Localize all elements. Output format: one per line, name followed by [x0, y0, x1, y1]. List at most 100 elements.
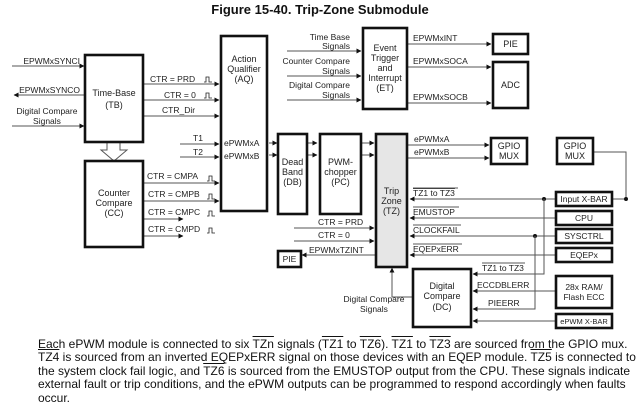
- text: is connected to the system clock fail lo…: [38, 350, 636, 378]
- block-ram-flash-ecc: 28x RAM/ Flash ECC: [554, 274, 614, 310]
- text: signals (: [273, 337, 322, 351]
- block-label: Compare: [95, 198, 132, 208]
- label-t1: T1: [193, 133, 203, 143]
- block-pie-top: PIE: [491, 32, 530, 56]
- signal-ref: TZn: [252, 337, 274, 351]
- label-clockfail: CLOCKFAIL: [413, 225, 460, 235]
- label-dc-signals: Digital Compare: [344, 294, 405, 304]
- pulse-icon: [207, 210, 215, 217]
- label-tz-ctr-zero: CTR = 0: [318, 230, 350, 240]
- block-counter-compare: Counter Compare (CC): [83, 159, 145, 249]
- block-gpio-mux-out: GPIO MUX: [489, 136, 529, 166]
- block-dead-band: Dead Band (DB): [276, 132, 309, 216]
- block-epwm-xbar: ePWM X-BAR: [554, 312, 614, 330]
- signal-ref: TZ5: [530, 350, 552, 365]
- block-action-qualifier: Action Qualifier (AQ) ePWMxA ePWMxB: [219, 34, 269, 213]
- junction-dot: [624, 197, 628, 201]
- label-et-cc: Signals: [322, 66, 350, 76]
- block-label: Action: [231, 54, 256, 64]
- block-pie-bottom: PIE: [276, 249, 303, 269]
- text: is sourced from an inverted EQEPxERR sig…: [59, 350, 531, 365]
- block-label: and: [377, 63, 392, 73]
- block-label: (TB): [105, 100, 123, 110]
- label-et-dc: Signals: [322, 90, 350, 100]
- block-label: Counter: [98, 188, 130, 198]
- label-et-dc: Digital Compare: [289, 80, 350, 90]
- block-input-xbar: Input X-BAR: [554, 190, 614, 208]
- block-label: PWM-: [328, 157, 353, 167]
- block-label: ADC: [501, 80, 521, 90]
- label-ctr-cmpb: CTR = CMPB: [148, 189, 200, 199]
- block-pwm-chopper: PWM- chopper (PC): [318, 132, 363, 216]
- block-label: Band: [282, 167, 303, 177]
- block-gpio-mux-in: GPIO MUX: [555, 136, 595, 166]
- aq-output-b-label: ePWMxB: [224, 151, 260, 161]
- text: is sourced from the EMUSTOP output from …: [38, 363, 631, 405]
- block-event-trigger: Event Trigger and Interrupt (ET): [361, 26, 409, 111]
- pulse-icon: [204, 76, 212, 83]
- block-label: (CC): [105, 208, 124, 218]
- label-ctr-cmpd: CTR = CMPD: [148, 224, 200, 234]
- block-label: Compare: [423, 291, 460, 301]
- label-et-tb: Time Base: [310, 32, 351, 42]
- block-adc: ADC: [491, 60, 530, 110]
- tb-to-cc-arrow: [99, 143, 129, 162]
- block-label: Zone: [381, 196, 402, 206]
- label-pieerr: PIEERR: [488, 298, 520, 308]
- text: Each ePWM module is connected to six: [38, 337, 253, 351]
- block-label: Interrupt: [368, 73, 402, 83]
- text: to: [343, 337, 360, 351]
- block-label: PIE: [503, 39, 518, 49]
- label-eccdblerr: ECCDBLERR: [477, 280, 529, 290]
- label-ctr-dir: CTR_Dir: [162, 105, 195, 115]
- label-ctr-zero: CTR = 0: [164, 90, 196, 100]
- wire-gpio-xbar: [594, 151, 627, 199]
- wire-dc-pieerr: [472, 236, 536, 312]
- block-sysctrl: SYSCTRL: [554, 227, 614, 245]
- block-cpu: CPU: [554, 209, 614, 227]
- label-dc-signals: Signals: [33, 116, 61, 126]
- block-trip-zone: Trip Zone (TZ): [374, 132, 409, 269]
- label-dc-signals: Digital Compare: [17, 106, 78, 116]
- block-label: Input X-BAR: [560, 194, 607, 204]
- signal-ref: TZ6: [359, 337, 382, 351]
- pulse-icon: [207, 175, 215, 182]
- block-label: Qualifier: [227, 64, 261, 74]
- block-label: ePWM X-BAR: [560, 317, 608, 326]
- block-label: Dead: [282, 157, 304, 167]
- pulse-icon: [207, 227, 215, 234]
- signal-ref: TZ4: [38, 350, 60, 365]
- label-ctr-prd: CTR = PRD: [150, 74, 195, 84]
- block-label: Time-Base: [92, 88, 135, 98]
- text: are sourced from the GPIO mux.: [450, 337, 628, 351]
- block-eqepx: EQEPx: [554, 246, 614, 264]
- signal-ref: TZ1: [321, 337, 344, 351]
- label-et-cc: Counter Compare: [282, 56, 350, 66]
- block-label: (AQ): [235, 74, 254, 84]
- wire-dc-tz1-tz3: [472, 199, 545, 277]
- label-ctr-cmpa: CTR = CMPA: [147, 171, 198, 181]
- block-label: Trigger: [371, 53, 399, 63]
- block-label: EQEPx: [570, 250, 599, 260]
- block-label: GPIO: [564, 141, 587, 151]
- label-emustop: EMUSTOP: [413, 207, 455, 217]
- block-label: (ET): [376, 83, 394, 93]
- wires: [12, 41, 628, 324]
- aq-output-a-label: ePWMxA: [224, 138, 260, 148]
- text: ).: [381, 337, 392, 351]
- label-dc-signals: Signals: [360, 304, 388, 314]
- block-label: (DC): [433, 302, 452, 312]
- pulse-icon: [204, 92, 212, 99]
- label-et-tb: Signals: [322, 41, 350, 51]
- label-out-b: ePWMxB: [414, 147, 450, 157]
- label-text: TZ1 to TZ3: [413, 188, 455, 198]
- label-epwmxint: EPWMxINT: [413, 33, 457, 43]
- block-label: Flash ECC: [563, 292, 604, 302]
- description-paragraph: Each ePWM module is connected to six TZn…: [38, 337, 638, 405]
- label-out-a: ePWMxA: [414, 134, 450, 144]
- block-label: chopper: [324, 167, 357, 177]
- text: to: [412, 337, 430, 351]
- label-epwmxsoca: EPWMxSOCA: [413, 56, 468, 66]
- label-dc-tz1-tz3: TZ1 to TZ3: [482, 263, 524, 273]
- signal-ref: TZ3: [429, 337, 451, 351]
